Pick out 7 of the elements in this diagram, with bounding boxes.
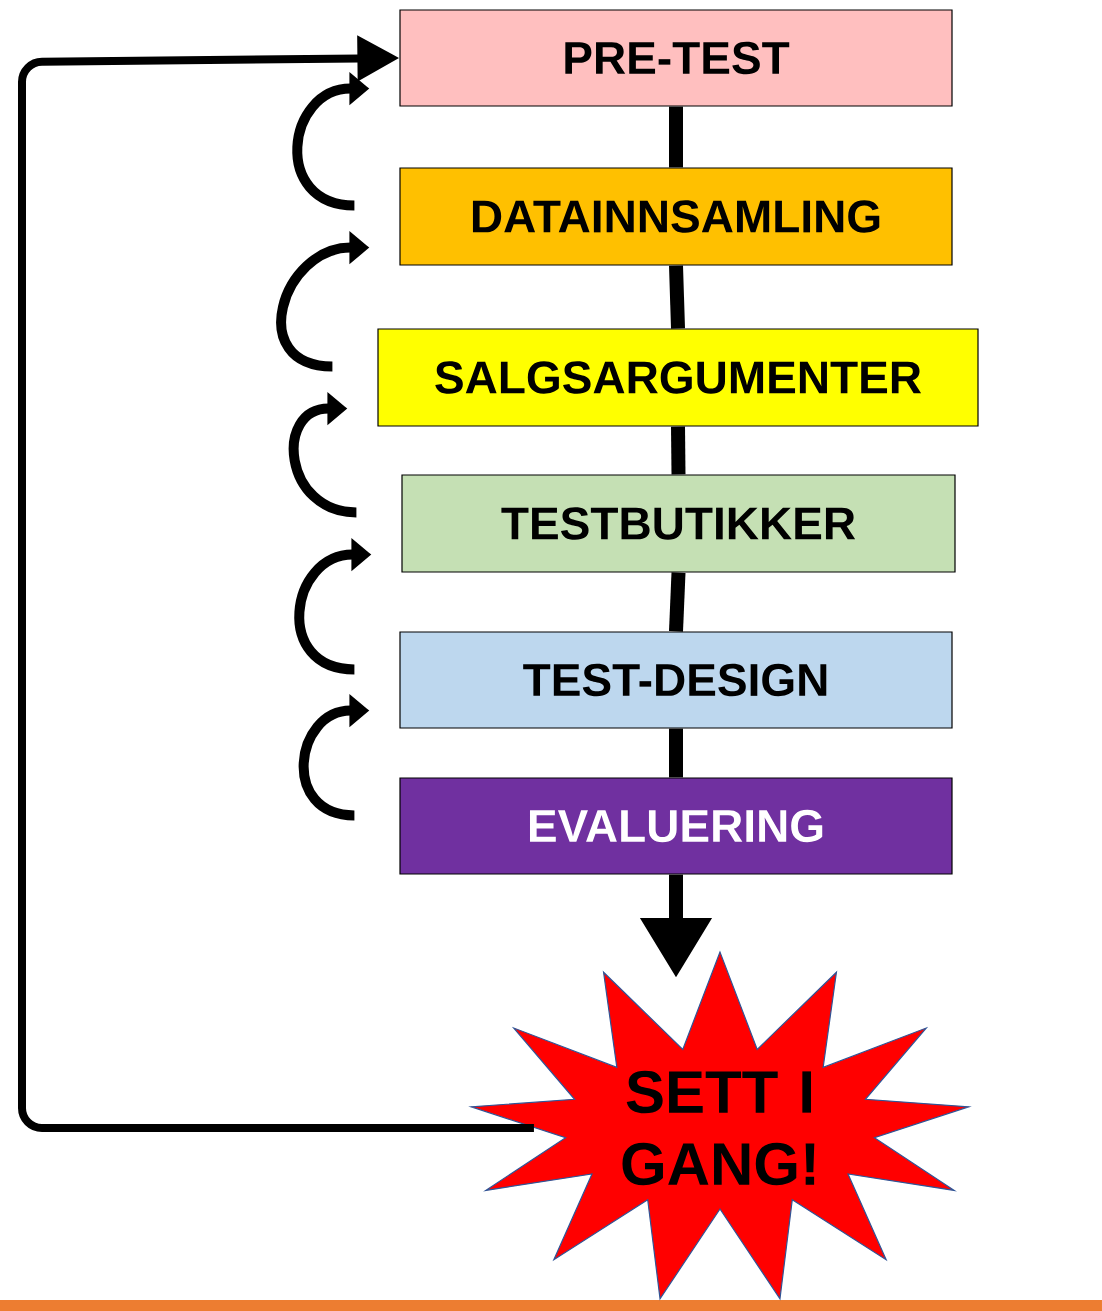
process-box: TESTBUTIKKER: [401, 474, 956, 573]
process-box: DATAINNSAMLING: [399, 167, 953, 266]
curved-arrow: [288, 391, 357, 518]
process-box: SALGSARGUMENTER: [377, 328, 979, 427]
process-box: TEST-DESIGN: [399, 631, 953, 729]
process-box: EVALUERING: [399, 777, 953, 875]
process-box: PRE-TEST: [399, 9, 953, 107]
